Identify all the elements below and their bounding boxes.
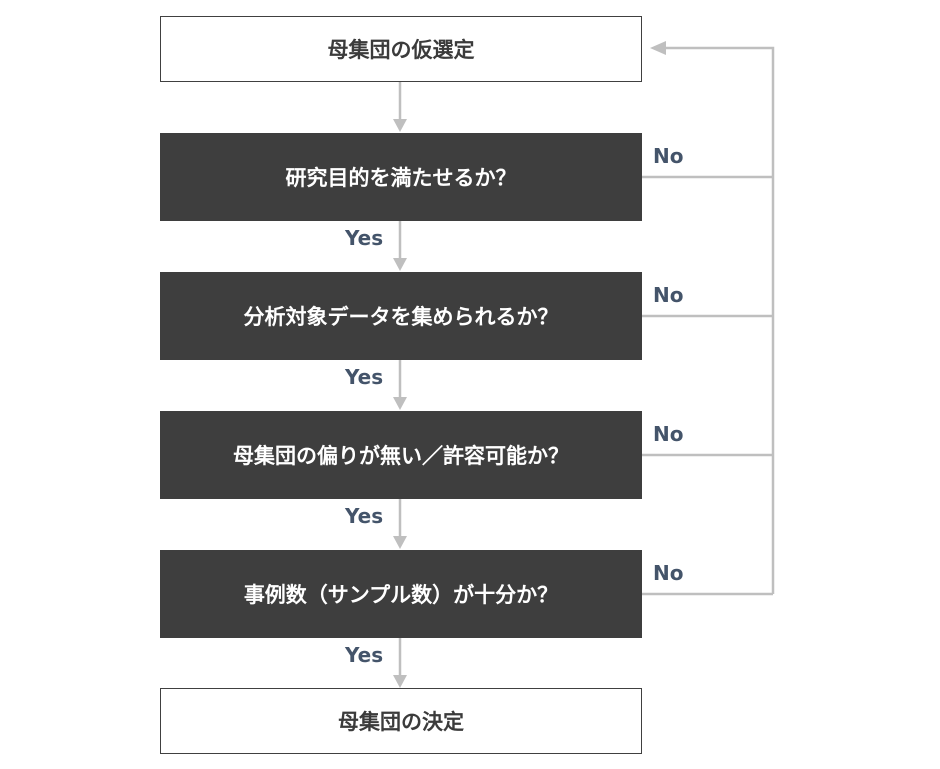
yes-label: Yes bbox=[345, 643, 383, 667]
no-label: No bbox=[653, 561, 683, 585]
no-label: No bbox=[653, 422, 683, 446]
decision-box-population-bias: 母集団の偏りが無い／許容可能か？ bbox=[160, 411, 642, 499]
arrowhead-step1 bbox=[393, 119, 407, 132]
arrowhead-step2 bbox=[393, 258, 407, 271]
decision-box-sample-size: 事例数（サンプル数）が十分か？ bbox=[160, 550, 642, 638]
decision-label: 母集団の偏りが無い／許容可能か？ bbox=[233, 440, 569, 470]
start-box: 母集団の仮選定 bbox=[160, 16, 642, 82]
yes-label: Yes bbox=[345, 226, 383, 250]
arrowhead-step4 bbox=[393, 536, 407, 549]
no-label: No bbox=[653, 144, 683, 168]
end-box: 母集団の決定 bbox=[160, 688, 642, 754]
arrowhead-loop-back bbox=[650, 41, 666, 55]
yes-label: Yes bbox=[345, 504, 383, 528]
decision-box-research-purpose: 研究目的を満たせるか？ bbox=[160, 133, 642, 221]
no-label: No bbox=[653, 283, 683, 307]
decision-label: 事例数（サンプル数）が十分か？ bbox=[244, 579, 558, 609]
feedback-loop-line bbox=[664, 48, 773, 594]
start-box-label: 母集団の仮選定 bbox=[328, 34, 475, 64]
decision-label: 分析対象データを集められるか？ bbox=[244, 301, 559, 331]
end-box-label: 母集団の決定 bbox=[338, 706, 464, 736]
decision-label: 研究目的を満たせるか？ bbox=[286, 162, 517, 192]
arrowhead-end bbox=[393, 675, 407, 688]
decision-box-data-collection: 分析対象データを集められるか？ bbox=[160, 272, 642, 360]
yes-label: Yes bbox=[345, 365, 383, 389]
arrowhead-step3 bbox=[393, 397, 407, 410]
